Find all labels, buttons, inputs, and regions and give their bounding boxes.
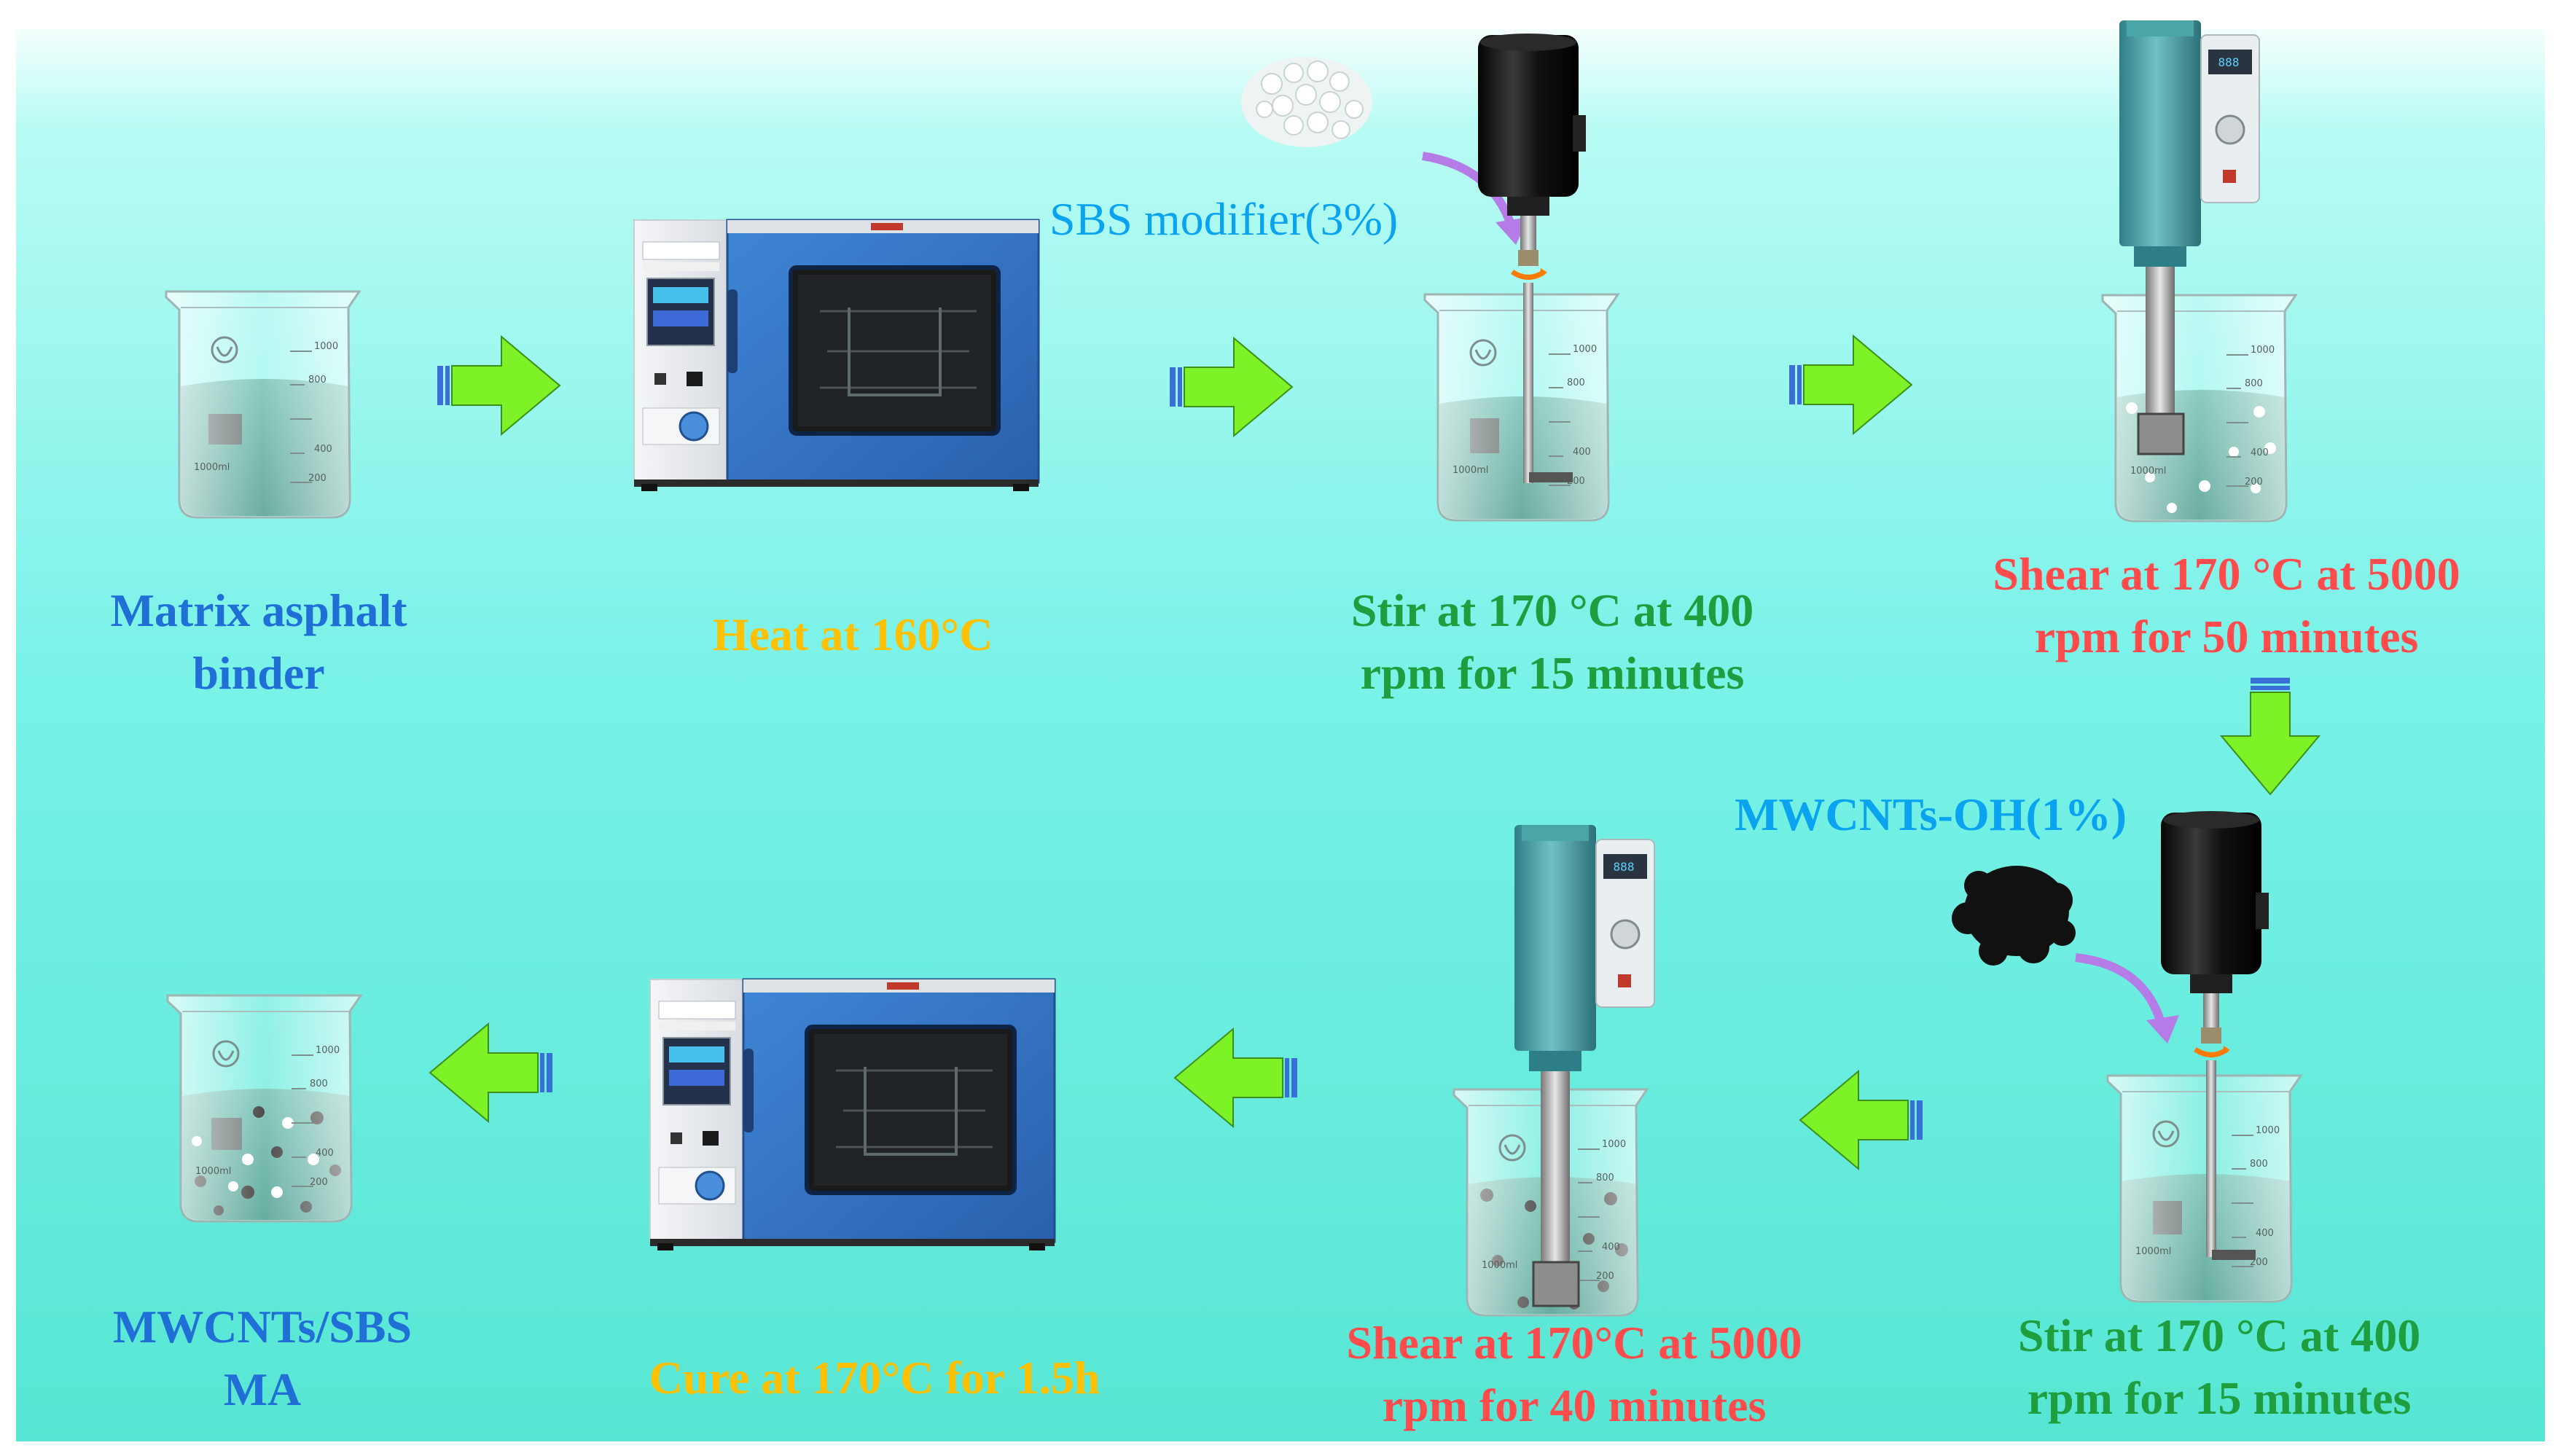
stir-label-2: Stir at 170 °C at 400 rpm for 15 minutes — [2017, 1310, 2421, 1425]
shear-label-1: Shear at 170 °C at 5000 rpm for 50 minut… — [1993, 548, 2460, 663]
drying-oven-2 — [650, 979, 1055, 1250]
heat-label: Heat at 160°C — [712, 608, 993, 660]
mwcnt-pointer-arrow — [2075, 953, 2167, 1033]
high-shear-mixer-1 — [2118, 19, 2261, 455]
drying-oven-1 — [634, 220, 1039, 491]
sbs-modifier-label: SBS modifier(3%) — [1049, 193, 1399, 245]
high-shear-mixer-2 — [1513, 823, 1656, 1307]
mwcnt-label: MWCNTs-OH(1%) — [1735, 788, 2127, 840]
arrow-down — [2219, 678, 2321, 796]
final-beaker — [166, 994, 362, 1223]
final-product-label: MWCNTs/SBS MA — [112, 1301, 413, 1416]
matrix-asphalt-label: Matrix asphalt binder — [110, 584, 407, 700]
stir-beaker-1 — [1423, 293, 1619, 522]
shear-beaker-1 — [2101, 294, 2297, 522]
stir-label-1: Stir at 170 °C at 400 rpm for 15 minutes — [1350, 584, 1754, 700]
stir-beaker-2 — [2106, 1074, 2302, 1303]
overhead-stirrer-1 — [1478, 34, 1586, 483]
shear-label-2: Shear at 170°C at 5000 rpm for 40 minute… — [1346, 1317, 1802, 1432]
overhead-stirrer-2 — [2161, 811, 2269, 1260]
mwcnt-particles — [1952, 866, 2076, 966]
sbs-pellets — [1241, 57, 1372, 147]
matrix-beaker — [165, 290, 361, 519]
cure-label: Cure at 170°C for 1.5h — [649, 1352, 1100, 1404]
